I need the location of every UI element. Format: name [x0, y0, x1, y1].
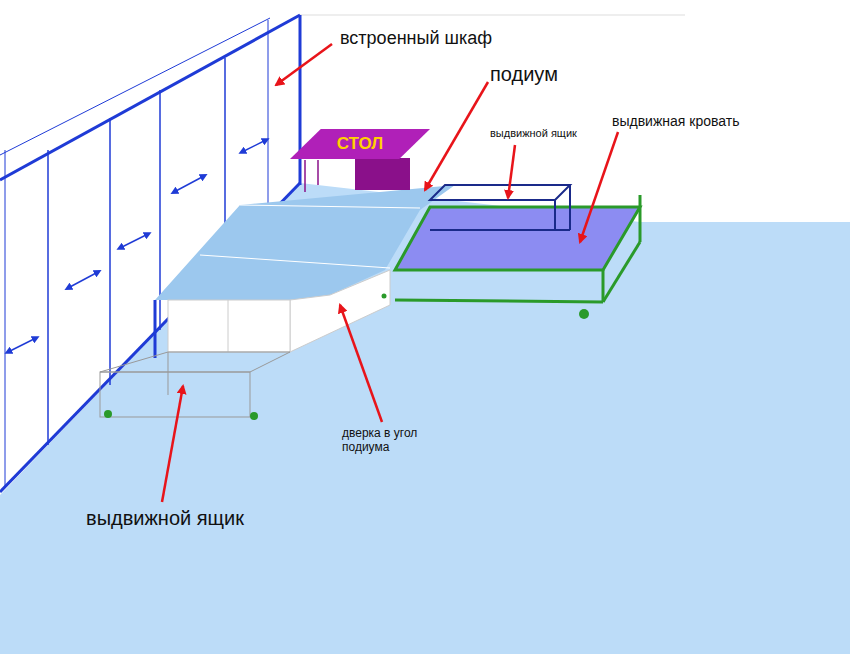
- callout-label: встроенный шкаф: [340, 28, 492, 49]
- callout-label: подиум: [490, 63, 558, 86]
- callout-label: дверка в угол подиума: [342, 427, 454, 455]
- callout-label: выдвижной ящик: [490, 127, 577, 140]
- callout-label: выдвижная кровать: [612, 113, 739, 129]
- table-label: СТОЛ: [290, 134, 430, 154]
- table-top: СТОЛ: [290, 129, 430, 159]
- callout-label: выдвижной ящик: [86, 507, 244, 530]
